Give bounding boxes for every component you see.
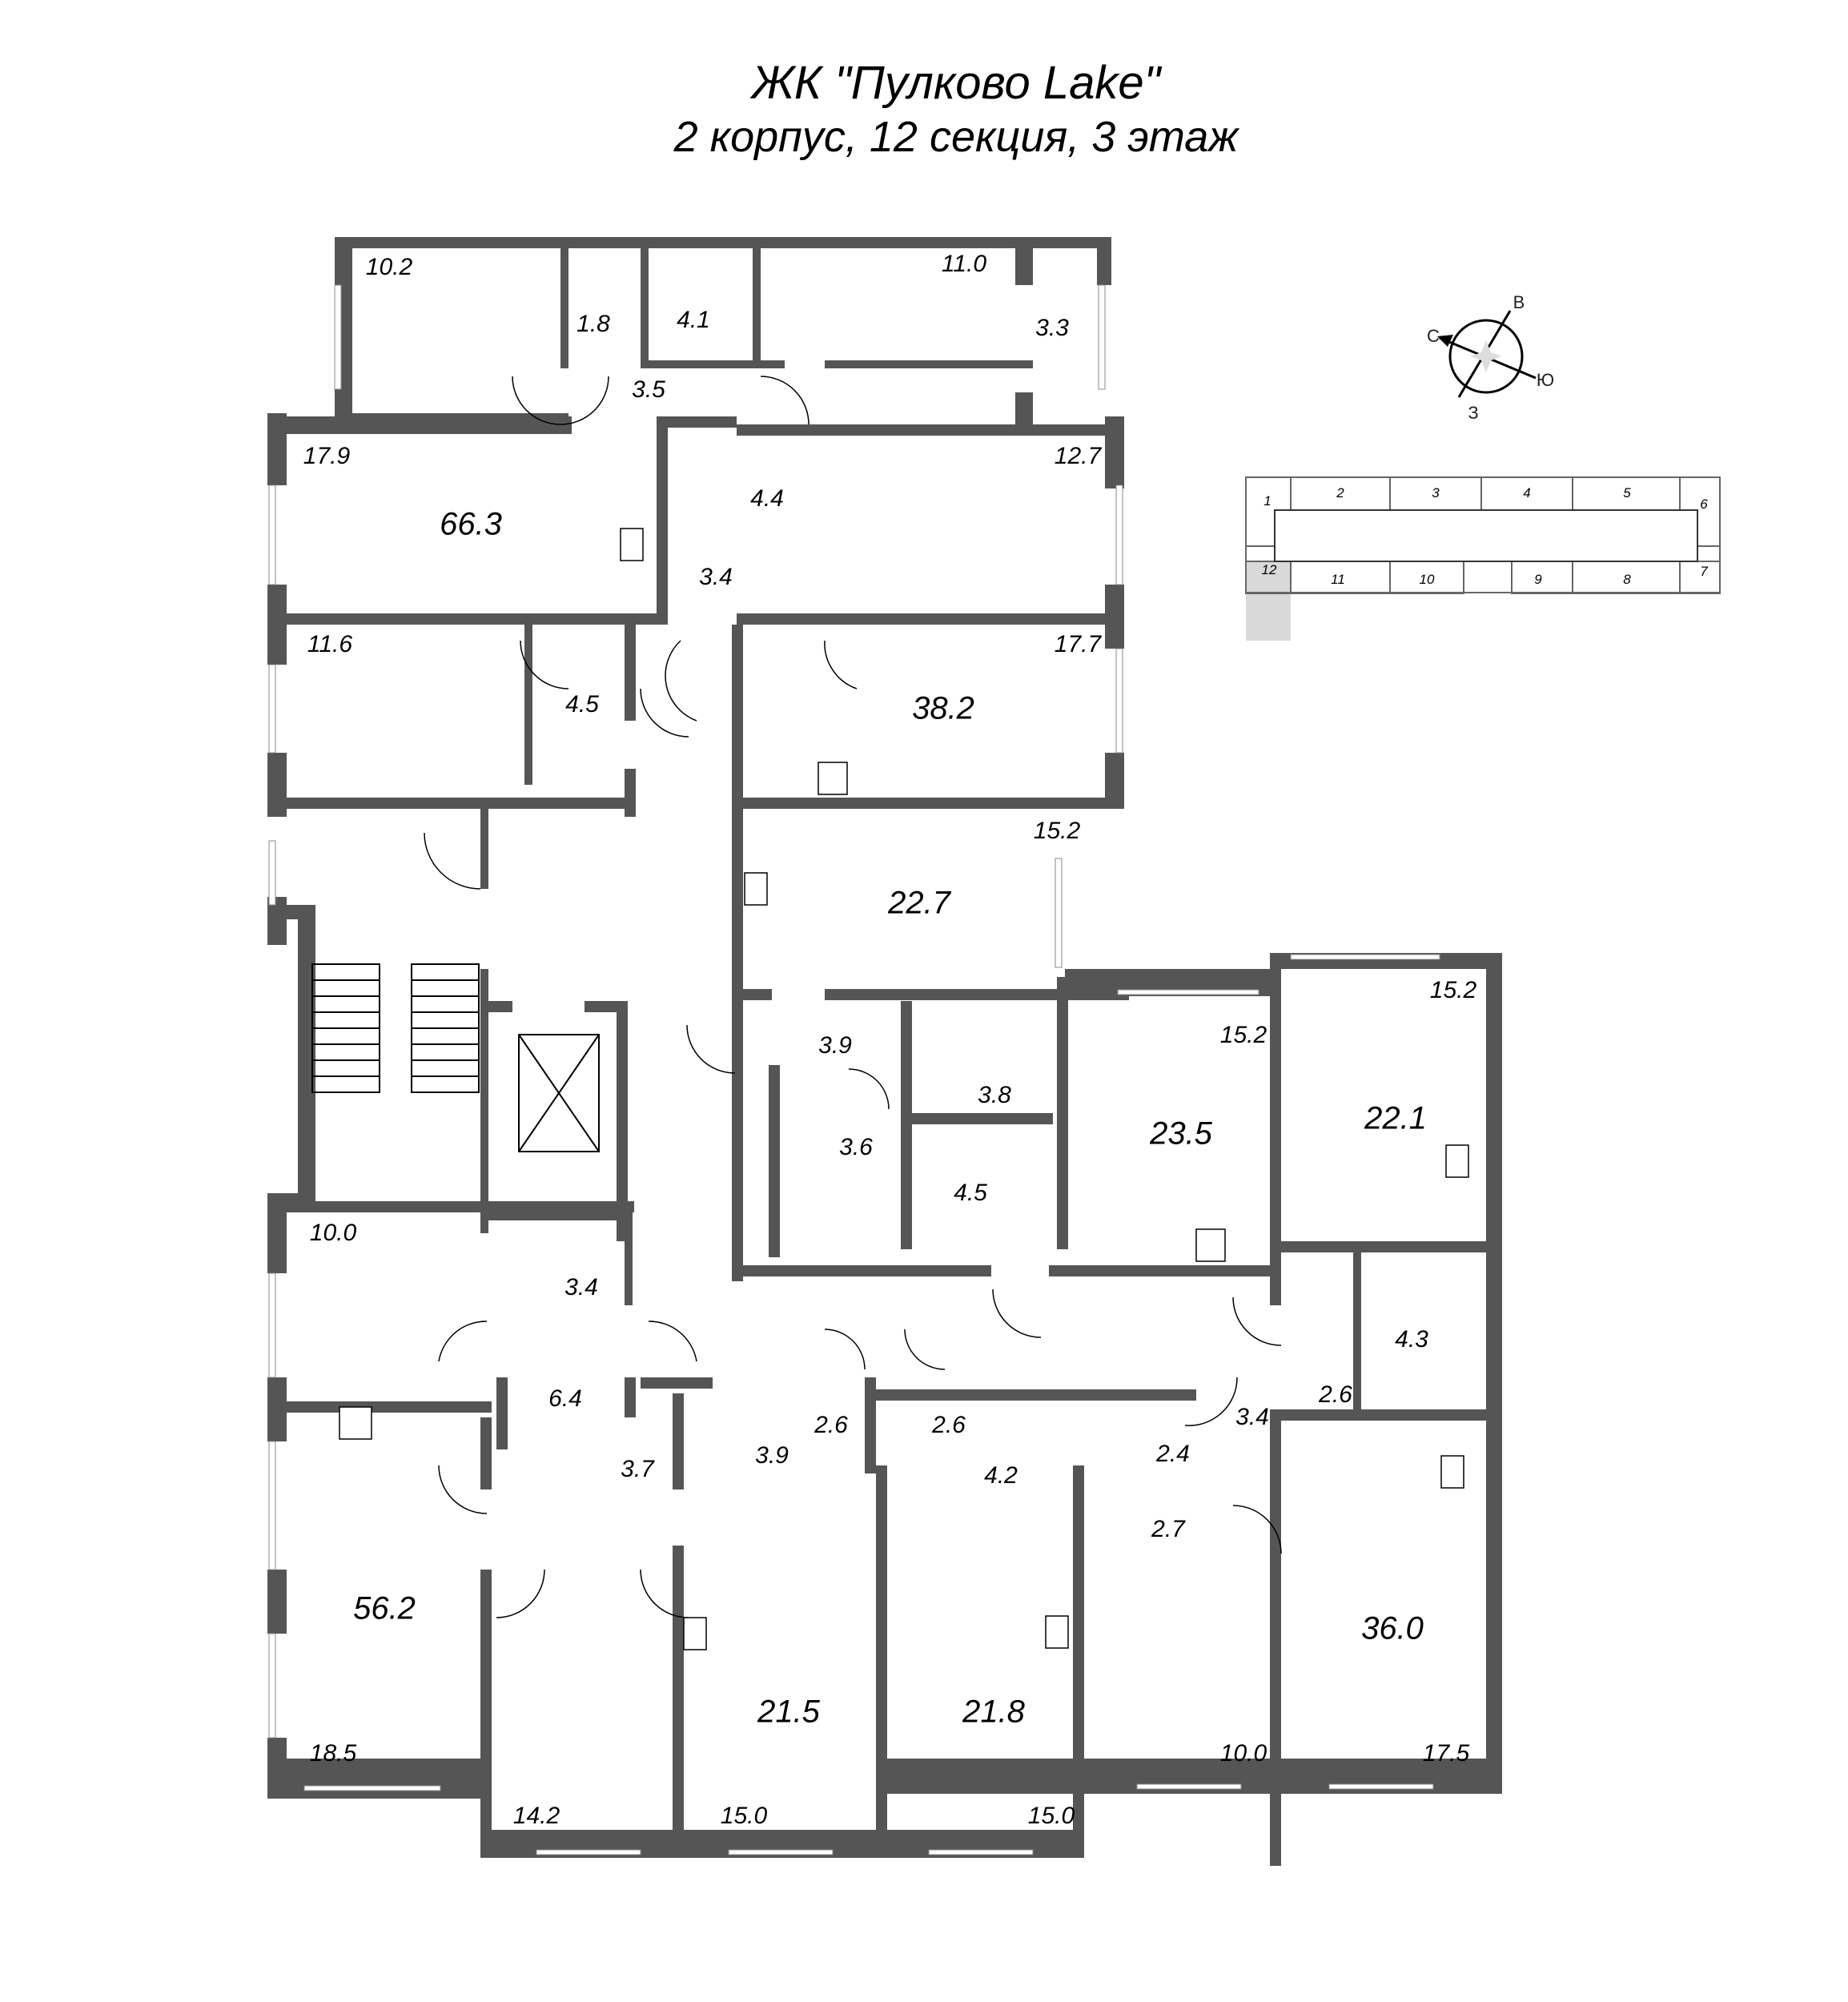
apartment-total-area: 22.1 xyxy=(1364,1100,1427,1136)
compass-north-label: С xyxy=(1427,326,1440,346)
apartment-total-area: 22.7 xyxy=(888,885,950,921)
page-title: ЖК "Пулково Lake" xyxy=(751,57,1161,109)
key-section-6: 6 xyxy=(1700,496,1708,512)
room-area: 1.8 xyxy=(576,311,610,337)
stairs xyxy=(311,963,480,1093)
room-area: 3.4 xyxy=(699,564,733,590)
apartment-total-area: 56.2 xyxy=(353,1590,416,1626)
room-area: 11.0 xyxy=(941,251,987,277)
compass-east-label: В xyxy=(1513,292,1525,312)
room-area: 15.0 xyxy=(1027,1803,1075,1829)
room-area: 2.4 xyxy=(1156,1441,1190,1467)
room-area: 3.4 xyxy=(1235,1404,1269,1430)
room-area: 3.9 xyxy=(755,1442,789,1469)
room-area: 3.7 xyxy=(621,1456,654,1482)
room-area: 4.5 xyxy=(954,1180,987,1206)
key-section-11: 11 xyxy=(1331,572,1345,587)
key-section-5: 5 xyxy=(1623,485,1631,500)
key-section-8: 8 xyxy=(1623,572,1631,587)
key-section-12-highlighted: 12 xyxy=(1261,562,1277,577)
room-area: 4.3 xyxy=(1395,1326,1428,1353)
room-area: 10.0 xyxy=(309,1220,357,1246)
room-area: 12.7 xyxy=(1054,443,1102,469)
room-area: 17.9 xyxy=(303,443,351,469)
room-area: 11.6 xyxy=(307,631,353,657)
key-section-3: 3 xyxy=(1432,485,1440,500)
room-area: 2.7 xyxy=(1151,1516,1185,1542)
compass-west-label: З xyxy=(1468,403,1479,423)
room-area: 17.7 xyxy=(1054,631,1102,657)
key-section-9: 9 xyxy=(1534,572,1542,587)
room-area: 3.5 xyxy=(632,376,665,403)
room-area: 10.0 xyxy=(1219,1740,1267,1767)
key-section-4: 4 xyxy=(1523,485,1531,500)
room-area: 4.1 xyxy=(677,307,710,333)
doors xyxy=(424,376,1282,1618)
windows xyxy=(268,284,1440,1855)
key-section-2: 2 xyxy=(1336,485,1344,500)
room-area: 3.9 xyxy=(818,1032,852,1059)
room-area: 15.2 xyxy=(1033,818,1081,844)
elevator xyxy=(518,1034,600,1152)
apartment-total-area: 21.5 xyxy=(757,1694,820,1730)
stove-icons xyxy=(339,528,1469,1650)
room-area: 15.2 xyxy=(1429,977,1477,1003)
room-area: 4.2 xyxy=(984,1462,1018,1489)
key-section-10: 10 xyxy=(1419,572,1435,587)
room-area: 3.3 xyxy=(1035,315,1069,341)
room-area: 3.8 xyxy=(978,1082,1011,1108)
key-plan xyxy=(1245,476,1721,641)
room-area: 4.5 xyxy=(565,691,599,718)
apartment-total-area: 36.0 xyxy=(1361,1610,1424,1646)
apartment-total-area: 23.5 xyxy=(1150,1116,1212,1152)
room-area: 2.6 xyxy=(814,1412,848,1438)
compass xyxy=(1437,310,1537,398)
apartment-total-area: 66.3 xyxy=(440,506,502,542)
room-area: 3.4 xyxy=(564,1274,598,1300)
room-area: 10.2 xyxy=(365,254,413,280)
walls xyxy=(267,237,1502,1866)
key-section-1: 1 xyxy=(1263,493,1272,509)
room-area: 2.6 xyxy=(1319,1381,1352,1408)
room-area: 18.5 xyxy=(309,1740,357,1767)
apartment-total-area: 21.8 xyxy=(962,1694,1025,1730)
compass-south-label: Ю xyxy=(1536,370,1555,390)
page-subtitle: 2 корпус, 12 секция, 3 этаж xyxy=(673,113,1239,161)
room-area: 2.6 xyxy=(932,1412,966,1438)
room-area: 17.5 xyxy=(1422,1740,1470,1767)
room-area: 3.6 xyxy=(839,1134,873,1160)
apartment-total-area: 38.2 xyxy=(912,690,974,726)
room-area: 15.0 xyxy=(720,1803,768,1829)
room-area: 14.2 xyxy=(512,1803,560,1829)
room-area: 6.4 xyxy=(548,1385,582,1412)
key-section-7: 7 xyxy=(1700,564,1708,579)
room-area: 15.2 xyxy=(1219,1022,1267,1048)
room-area: 4.4 xyxy=(750,485,784,512)
